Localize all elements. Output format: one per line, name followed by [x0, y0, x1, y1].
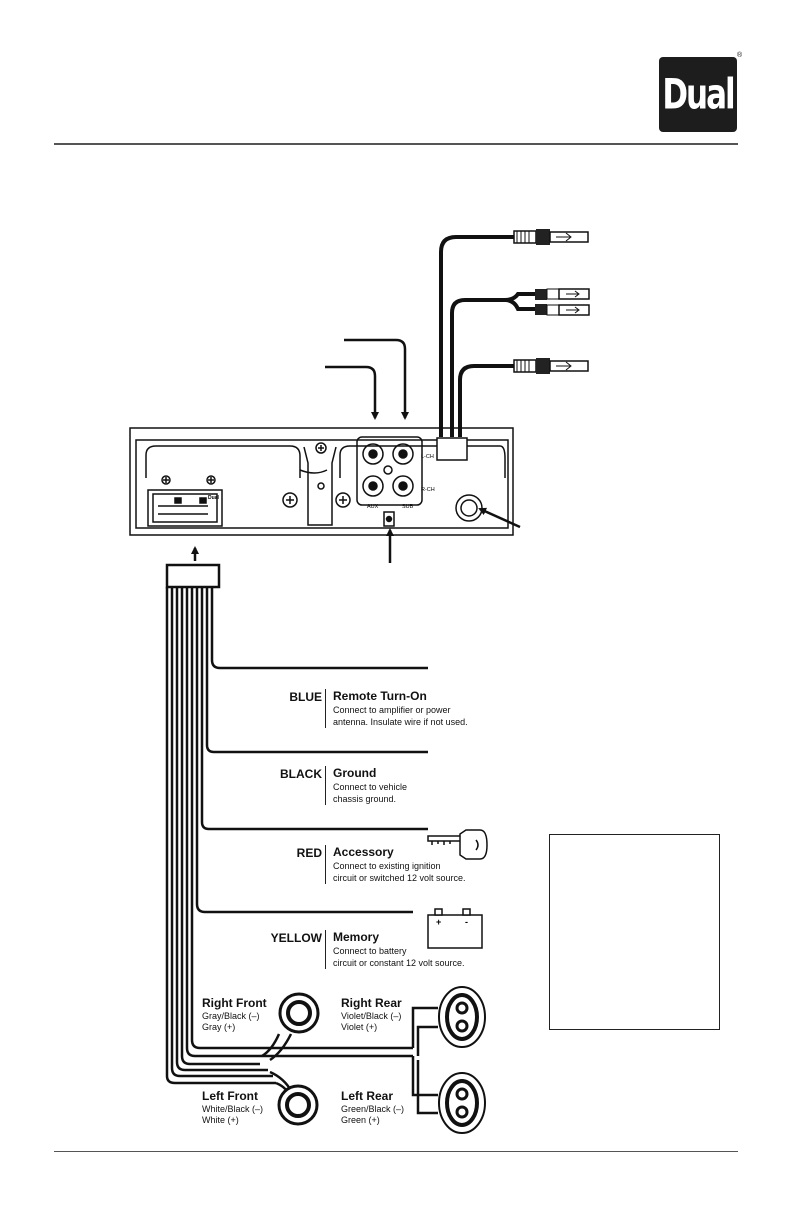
header-rule — [54, 143, 738, 145]
note-box — [549, 834, 720, 1030]
wire-red-color: RED — [296, 846, 322, 860]
harness-plug — [165, 563, 221, 589]
right-rear-title: Right Rear — [341, 996, 402, 1010]
right-rear-pos: Violet (+) — [341, 1022, 378, 1032]
right-front-pos: Gray (+) — [202, 1022, 236, 1032]
r-ch-label: R-CH — [421, 487, 435, 493]
speaker-wiring — [261, 1006, 438, 1115]
head-unit — [129, 427, 514, 536]
rca-cables — [439, 235, 535, 437]
wire-black-line1: Connect to vehicle — [333, 782, 408, 792]
wire-yellow-title: Memory — [333, 930, 380, 944]
rca-plug-1 — [513, 229, 589, 245]
wire-blue-title: Remote Turn-On — [333, 689, 427, 703]
logo-text: Dual — [662, 70, 735, 119]
wire-black-desc: Ground Connect to vehicle chassis ground… — [325, 766, 493, 805]
key-icon — [427, 829, 488, 860]
wire-blue-desc: Remote Turn-On Connect to amplifier or p… — [325, 689, 493, 728]
left-front-label: Left Front White/Black (–) White (+) — [202, 1089, 263, 1126]
rca-plug-2a — [535, 288, 590, 300]
right-front-title: Right Front — [202, 996, 267, 1010]
left-front-speaker — [277, 1084, 319, 1126]
wire-yellow-line2: circuit or constant 12 volt source. — [333, 957, 465, 968]
battery-plus: + — [436, 917, 441, 927]
sub-label: SUB — [402, 504, 414, 510]
wire-red-line1: Connect to existing ignition — [333, 861, 441, 871]
right-front-speaker — [278, 992, 320, 1034]
left-front-pos: White (+) — [202, 1115, 239, 1125]
harness-wires — [165, 587, 428, 1085]
wire-yellow-desc: Memory Connect to battery circuit or con… — [325, 930, 493, 969]
right-front-label: Right Front Gray/Black (–) Gray (+) — [202, 996, 267, 1033]
wire-red-title: Accessory — [333, 845, 394, 859]
rca-plug-3 — [513, 358, 589, 374]
right-rear-speaker — [438, 986, 486, 1048]
wire-red-line2: circuit or switched 12 volt source. — [333, 872, 466, 883]
wire-blue-line1: Connect to amplifier or power — [333, 705, 451, 715]
connector-brand: Dual — [208, 495, 219, 501]
aux-label: AUX — [367, 504, 379, 510]
wire-yellow-color: YELLOW — [270, 931, 322, 945]
wire-blue-line2: antenna. Insulate wire if not used. — [333, 716, 468, 727]
wire-black-color: BLACK — [280, 767, 322, 781]
registered-mark: ® — [737, 52, 743, 59]
wire-black-title: Ground — [333, 766, 377, 780]
left-rear-speaker — [438, 1072, 486, 1134]
battery-icon — [427, 908, 483, 949]
battery-minus: - — [465, 917, 468, 927]
right-rear-neg: Violet/Black (–) — [341, 1011, 402, 1021]
left-rear-title: Left Rear — [341, 1089, 394, 1103]
right-front-neg: Gray/Black (–) — [202, 1011, 260, 1021]
footer-rule — [54, 1151, 738, 1152]
right-rear-label: Right Rear Violet/Black (–) Violet (+) — [341, 996, 402, 1033]
wire-black-line2: chassis ground. — [333, 793, 397, 804]
rca-plug-2b — [535, 304, 590, 316]
left-rear-pos: Green (+) — [341, 1115, 380, 1125]
left-rear-neg: Green/Black (–) — [341, 1104, 405, 1114]
dual-logo: Dual — [659, 57, 737, 132]
l-ch-label: L-CH — [421, 454, 434, 460]
left-front-neg: White/Black (–) — [202, 1104, 264, 1114]
left-rear-label: Left Rear Green/Black (–) Green (+) — [341, 1089, 404, 1126]
wire-blue-color: BLUE — [289, 690, 322, 704]
left-front-title: Left Front — [202, 1089, 258, 1103]
wire-red-desc: Accessory Connect to existing ignition c… — [325, 845, 493, 884]
wire-yellow-line1: Connect to battery — [333, 946, 407, 956]
